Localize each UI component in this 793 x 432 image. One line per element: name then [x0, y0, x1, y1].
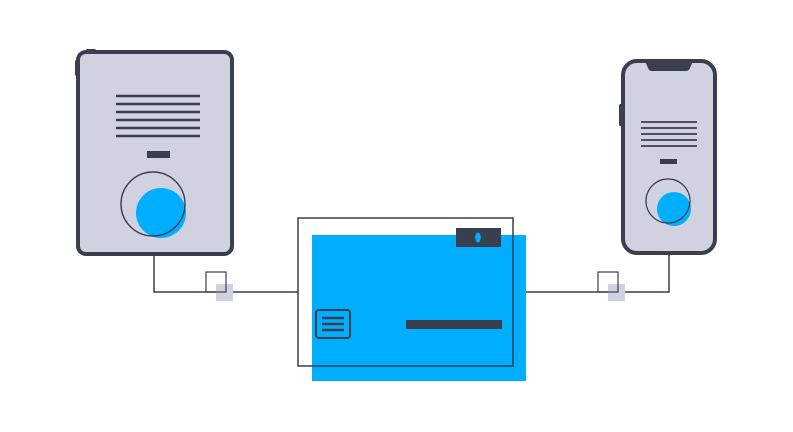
card-badge-drop [475, 232, 481, 243]
phone-label-bar [660, 159, 677, 164]
phone-notch [645, 61, 693, 71]
tablet-accent-circle [136, 188, 186, 238]
card-outline [297, 217, 514, 367]
phone-text-lines [641, 121, 697, 147]
card-accent-panel [312, 235, 526, 381]
phone-ring [645, 178, 691, 224]
credit-card-icon [297, 217, 526, 381]
tablet-wire [153, 254, 298, 293]
tablet-device-icon [75, 49, 234, 256]
card-chip-icon [315, 309, 351, 339]
card-number-bar [406, 320, 502, 329]
connection-lines [153, 254, 670, 293]
phone-wire [526, 254, 670, 293]
card-chip [315, 309, 351, 339]
phone-accent-circle [657, 192, 691, 226]
tablet-text-lines [116, 94, 200, 138]
tablet-connector [205, 271, 233, 301]
tablet-connector-outline [205, 271, 227, 293]
card-badge-icon [456, 228, 501, 247]
tablet-ring [120, 171, 186, 237]
phone-connector [597, 271, 625, 301]
tablet-label-bar [147, 151, 170, 158]
phone-connector-outline [597, 271, 619, 293]
smartphone-device-icon [619, 59, 717, 255]
